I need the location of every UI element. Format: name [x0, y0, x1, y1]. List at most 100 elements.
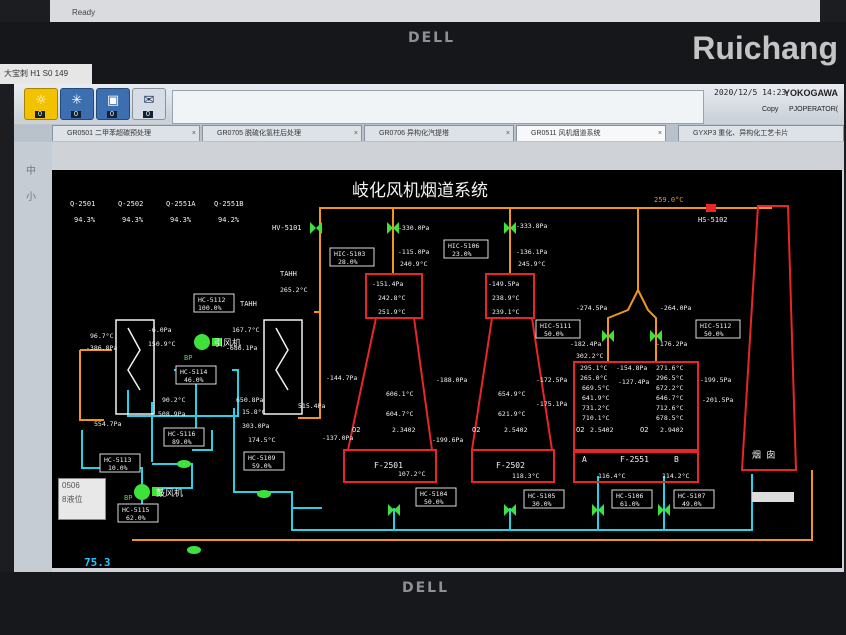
value: -201.5Pa — [702, 396, 733, 404]
value: 508.9Pa — [158, 410, 185, 418]
heaters — [343, 205, 798, 483]
burner-b-label: B — [674, 455, 679, 464]
value: -176.2Pa — [656, 340, 687, 348]
value: -127.4Pa — [618, 378, 649, 386]
value: 265.2°C — [280, 286, 307, 294]
controller-value: 28.0% — [338, 258, 358, 266]
chimney-faceplate[interactable] — [752, 492, 794, 502]
controller-tag: HIC-5103 — [334, 250, 365, 258]
sidebar-item-small[interactable]: 小 — [26, 192, 36, 203]
controller-value: 23.0% — [452, 250, 472, 258]
tab-gr0501[interactable]: GR0501 二甲苯超碳预处理× — [52, 125, 200, 141]
process-alarm-button[interactable]: ✳ 0 — [60, 88, 94, 120]
reading: 295.1°C — [580, 364, 607, 372]
reading: 646.7°C — [656, 394, 683, 402]
controller-value: 50.0% — [544, 330, 564, 338]
reading: 242.8°C — [378, 294, 405, 302]
value: -333.8Pa — [516, 222, 547, 230]
value: -274.5Pa — [576, 304, 607, 312]
o2-readings: Q-2501 94.3% Q-2502 94.3% Q-2551A 94.3% … — [70, 200, 244, 224]
value: -264.0Pa — [660, 304, 691, 312]
value: 650.8Pa — [236, 396, 263, 404]
value: -188.0Pa — [436, 376, 467, 384]
o2-value: 94.3% — [122, 216, 144, 224]
system-alarm-icon: ▣ — [106, 93, 120, 108]
copy-button[interactable]: Copy — [762, 106, 779, 113]
controller-value: 61.0% — [620, 500, 640, 508]
o2-value: 94.2% — [218, 216, 240, 224]
controller-tag: HC-5115 — [122, 506, 149, 514]
value: -182.4Pa — [570, 340, 601, 348]
process-graphic: 岐化风机烟道系统 Q-2501 94.3% Q-2502 94.3% Q-255… — [52, 170, 842, 568]
value: 116.4°C — [598, 472, 625, 480]
dell-logo: DELL — [408, 30, 456, 46]
chimney-label: 烟 囱 — [752, 449, 775, 461]
reading: 731.2°C — [582, 404, 609, 412]
sidebar-item-mid[interactable]: 中 — [26, 166, 36, 177]
value: 302.2°C — [576, 352, 603, 360]
reading: 621.9°C — [498, 410, 525, 418]
graphic-title: 岐化风机烟道系统 — [352, 181, 488, 201]
reading: 265.0°C — [580, 374, 607, 382]
controller-tag: HC-5116 — [168, 430, 195, 438]
close-icon[interactable]: × — [505, 130, 510, 137]
tab-gr0706[interactable]: GR0706 异构化汽提塔× — [364, 125, 514, 141]
reading: 641.9°C — [582, 394, 609, 402]
value: 515.4Pa — [298, 402, 325, 410]
reading: 606.1°C — [386, 390, 413, 398]
o2-label: O2 — [576, 426, 584, 434]
value: 554.7Pa — [94, 420, 121, 428]
value: 245.9°C — [518, 260, 545, 268]
alarm-button[interactable]: ☼ 0 — [24, 88, 58, 120]
status-value: 75.3 — [84, 556, 111, 569]
reading: 2.5402 — [504, 426, 528, 434]
popup-window[interactable]: 0506 8液位 — [58, 478, 106, 520]
system-alarm-button[interactable]: ▣ 0 — [96, 88, 130, 120]
message-button[interactable]: ✉ 0 — [132, 88, 166, 120]
process-diagram: 岐化风机烟道系统 Q-2501 94.3% Q-2502 94.3% Q-255… — [70, 181, 813, 554]
reading: 712.6°C — [656, 404, 683, 412]
o2-label: O2 — [640, 426, 648, 434]
operator-user[interactable]: PJOPERATOR( — [789, 106, 839, 113]
value: -136.1Pa — [516, 248, 547, 256]
message-bar[interactable] — [172, 90, 704, 124]
tab-gr0705[interactable]: GR0705 脱硫化氢柱后处理× — [202, 125, 362, 141]
close-icon[interactable]: × — [657, 130, 662, 137]
tahh-label: TAHH — [280, 270, 297, 278]
tab-gr0511[interactable]: GR0511 风机烟道系统× — [516, 125, 666, 141]
controller-tag: HC-5107 — [678, 492, 705, 500]
reading: 296.5°C — [656, 374, 683, 382]
reading: 239.1°C — [492, 308, 519, 316]
value: 96.7°C — [90, 332, 114, 340]
value: -6.0Pa — [148, 326, 172, 334]
upper-monitor-screen: Ready — [50, 0, 820, 24]
value: 90.2°C — [162, 396, 186, 404]
flue-gas-lines — [79, 207, 813, 541]
close-icon[interactable]: × — [353, 130, 358, 137]
value: 15.8°C — [242, 408, 266, 416]
controller-tag: HC-5106 — [616, 492, 643, 500]
close-icon[interactable]: × — [191, 130, 196, 137]
value: 118.3°C — [512, 472, 539, 480]
controller-tag: HC-5112 — [198, 296, 225, 304]
labels: HV-5101 HS-5102 259.0°C TAHH TAHH 引风机 BP… — [124, 196, 775, 502]
o2-tag: Q-2502 — [118, 200, 143, 208]
tab-gyxp3[interactable]: GYXP3 重化、异构化工艺卡片 — [678, 125, 844, 141]
reading: 710.1°C — [582, 414, 609, 422]
upper-monitor-bezel: DELL — [0, 22, 846, 84]
